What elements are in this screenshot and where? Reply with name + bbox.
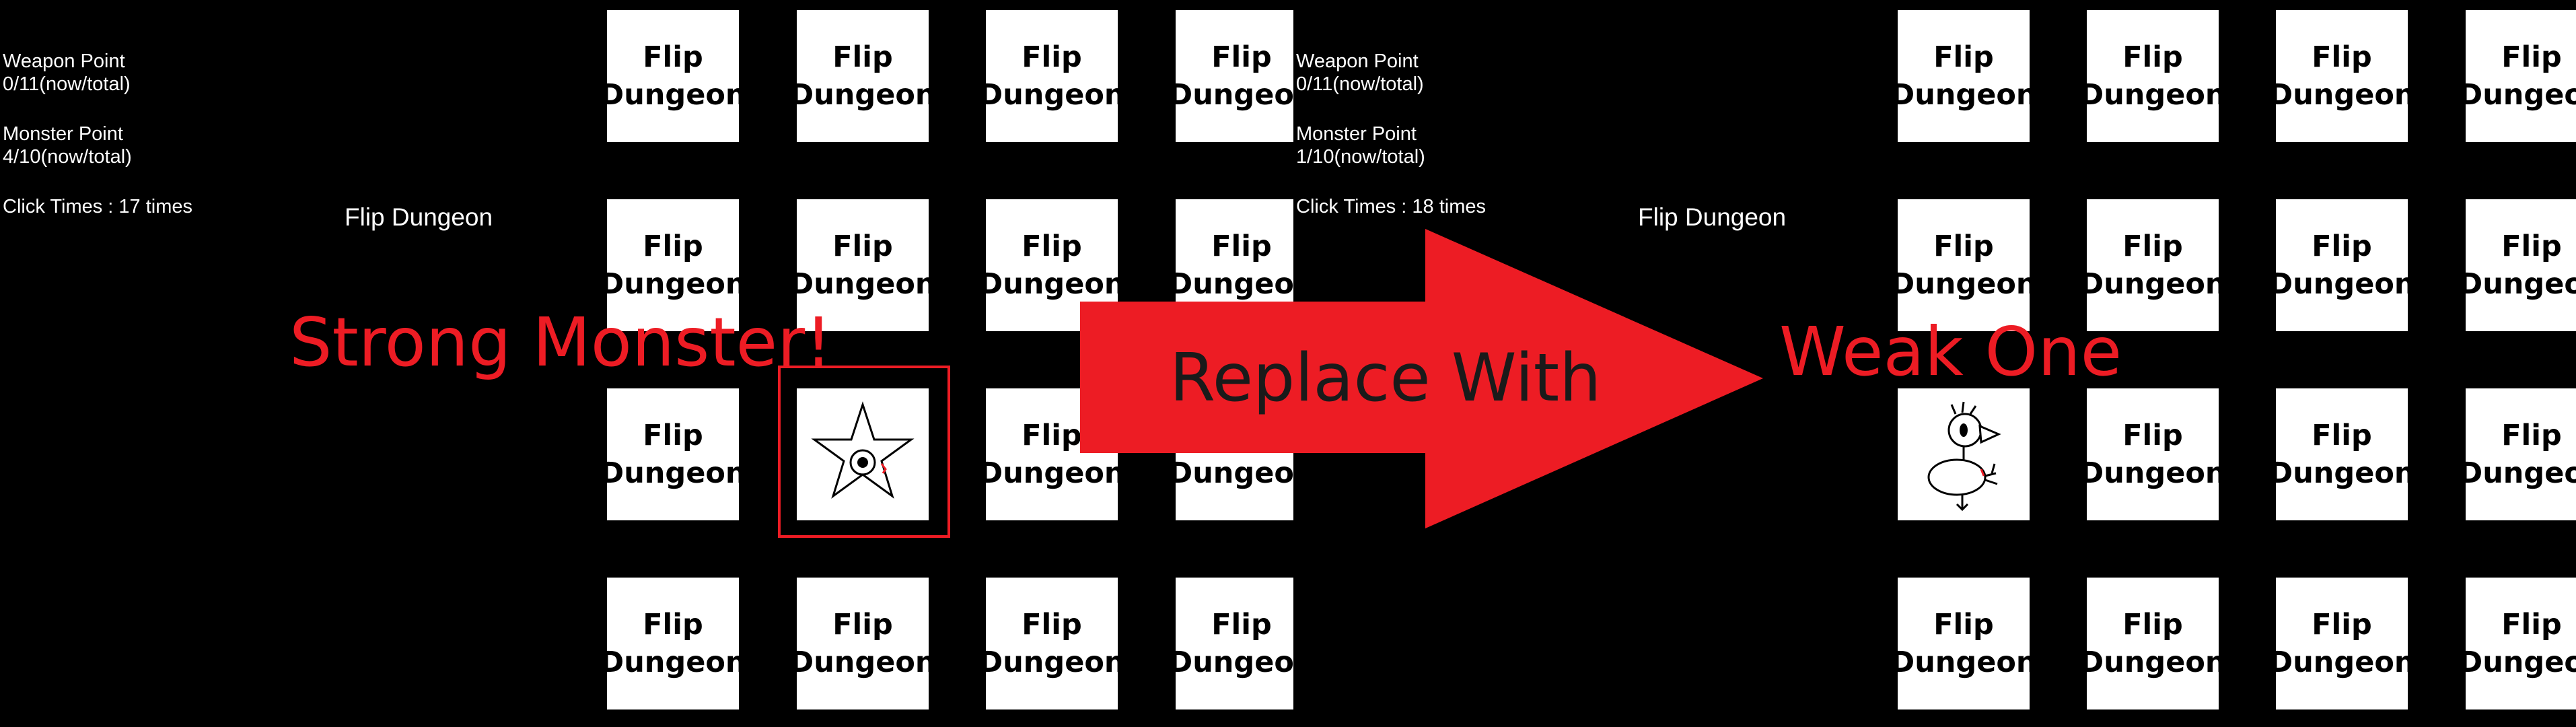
monster-point-label: Monster Point bbox=[1296, 123, 1417, 145]
revealed-monster-card[interactable] bbox=[797, 388, 929, 520]
annotation-replace-with: Replace With bbox=[1170, 340, 1602, 417]
stats-panel: Weapon Point 0/11(now/total) Monster Poi… bbox=[3, 50, 192, 218]
highlight-box bbox=[778, 366, 950, 538]
game-title: Flip Dungeon bbox=[345, 203, 493, 231]
left-game-panel: Weapon Point 0/11(now/total) Monster Poi… bbox=[3, 10, 1294, 709]
monster-point-label: Monster Point bbox=[3, 123, 123, 145]
bird-monster-icon bbox=[1927, 401, 2001, 512]
weapon-point-value: 0/11(now/total) bbox=[1296, 73, 1424, 95]
stats-panel: Weapon Point 0/11(now/total) Monster Poi… bbox=[1296, 50, 1486, 218]
annotation-weak-one: Weak One bbox=[1779, 312, 2122, 391]
click-times: Click Times : 17 times bbox=[3, 196, 192, 217]
game-title: Flip Dungeon bbox=[1638, 203, 1787, 231]
weapon-point-value: 0/11(now/total) bbox=[3, 73, 131, 95]
right-game-panel: Weapon Point 0/11(now/total) Monster Poi… bbox=[1293, 0, 2576, 727]
star-monster-icon bbox=[811, 401, 915, 499]
revealed-monster-card[interactable] bbox=[1898, 388, 2030, 520]
annotation-strong-monster: Strong Monster! bbox=[289, 303, 832, 382]
monster-point-value: 4/10(now/total) bbox=[3, 146, 132, 168]
weapon-point-label: Weapon Point bbox=[3, 50, 125, 72]
weapon-point-label: Weapon Point bbox=[1296, 50, 1419, 72]
monster-point-value: 1/10(now/total) bbox=[1296, 146, 1425, 168]
click-times: Click Times : 18 times bbox=[1296, 196, 1486, 217]
arrow-right-icon bbox=[1080, 229, 1763, 528]
